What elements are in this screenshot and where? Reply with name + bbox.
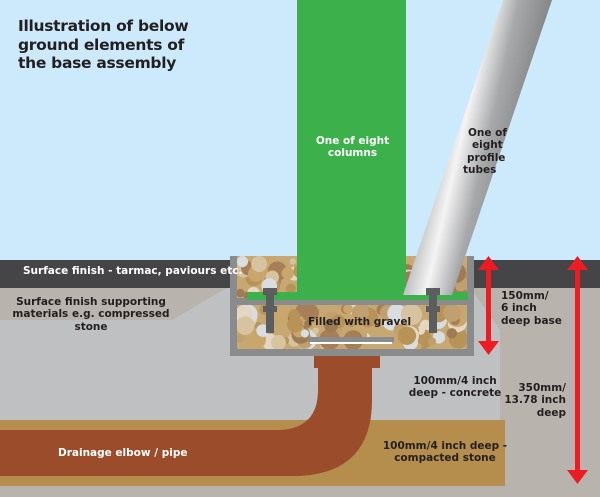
drainage-pipe [0, 350, 372, 476]
tube-label-line: tubes [463, 164, 497, 177]
surface-finish-label: Surface finish - tarmac, paviours etc. [23, 265, 243, 277]
concrete-label: 100mm/4 inch deep - concrete [400, 375, 510, 400]
gravel-stone [251, 256, 268, 272]
gravel-stone [300, 329, 309, 338]
gravel-stone [289, 258, 296, 265]
bolt-right [426, 288, 440, 333]
base-depth-line: deep base [501, 314, 562, 327]
supporting-label: Surface finish supporting materials e.g.… [6, 296, 176, 333]
supporting-label-line: materials e.g. compressed stone [12, 308, 170, 333]
base-depth-line: 150mm/ [501, 290, 549, 302]
tube-label-line: One of [468, 127, 507, 139]
gravel-stone [256, 324, 270, 337]
gravel-stone [446, 328, 457, 339]
gravel-stone [236, 256, 248, 268]
gravel-stone [271, 335, 286, 350]
gravel-stone [443, 304, 462, 322]
profile-tube [403, 0, 552, 295]
gravel-stone [351, 304, 369, 322]
gravel-stone [324, 318, 338, 333]
title-line: the base assembly [18, 54, 177, 73]
concrete-label-line: deep - concrete [408, 387, 502, 400]
column-label: One of eight columns [305, 135, 400, 160]
supporting-label-line: Surface finish supporting [16, 296, 166, 308]
total-depth-line: 350mm/ [518, 382, 566, 394]
gravel-stone [285, 283, 296, 294]
arrow-350mm [567, 256, 588, 484]
base-depth-line: 6 inch [501, 302, 537, 315]
total-depth-label: 350mm/ 13.78 inch deep [490, 382, 566, 419]
pipe-label: Drainage elbow / pipe [58, 447, 188, 459]
gravel-stone [304, 319, 313, 328]
column-base-plate [247, 292, 468, 300]
gravel-stone [281, 267, 294, 280]
gravel-stone [312, 327, 319, 334]
base-frame [230, 256, 474, 356]
concrete-label-line: 100mm/4 inch [413, 375, 497, 387]
gravel-stone [397, 326, 417, 345]
tube-label: One of eight profile tubes [462, 127, 507, 177]
gravel-stone [400, 304, 422, 326]
column-label-line: columns [327, 147, 378, 160]
tube-label-line: profile [467, 151, 506, 164]
gravel-stone [236, 334, 245, 343]
tube-label-line: eight [472, 139, 503, 152]
gravel-stone [428, 337, 437, 346]
base-depth-label: 150mm/ 6 inch deep base [501, 290, 562, 327]
total-depth-line: 13.78 inch [504, 394, 566, 407]
bolt-left [263, 288, 277, 333]
gravel-label: Filled with gravel [308, 316, 412, 328]
arrow-150mm [478, 256, 499, 355]
gravel-stone [347, 319, 356, 328]
gravel-stone [236, 288, 245, 298]
title-line: ground elements of [18, 35, 185, 54]
total-depth-line: deep [536, 406, 566, 419]
compacted-label-line: compacted stone [394, 452, 496, 465]
column [297, 0, 406, 297]
gravel-stone [301, 304, 320, 322]
diagram-title: Illustration of below ground elements of… [18, 17, 189, 73]
compacted-label-line: 100mm/4 inch deep - [382, 440, 508, 452]
gravel-stone [287, 316, 303, 333]
column-label-line: One of eight [315, 135, 390, 147]
compacted-stone-label: 100mm/4 inch deep - compacted stone [380, 440, 510, 465]
title-line: Illustration of below [18, 17, 189, 35]
gravel-stone [236, 316, 255, 335]
gravel-stone [343, 304, 353, 314]
